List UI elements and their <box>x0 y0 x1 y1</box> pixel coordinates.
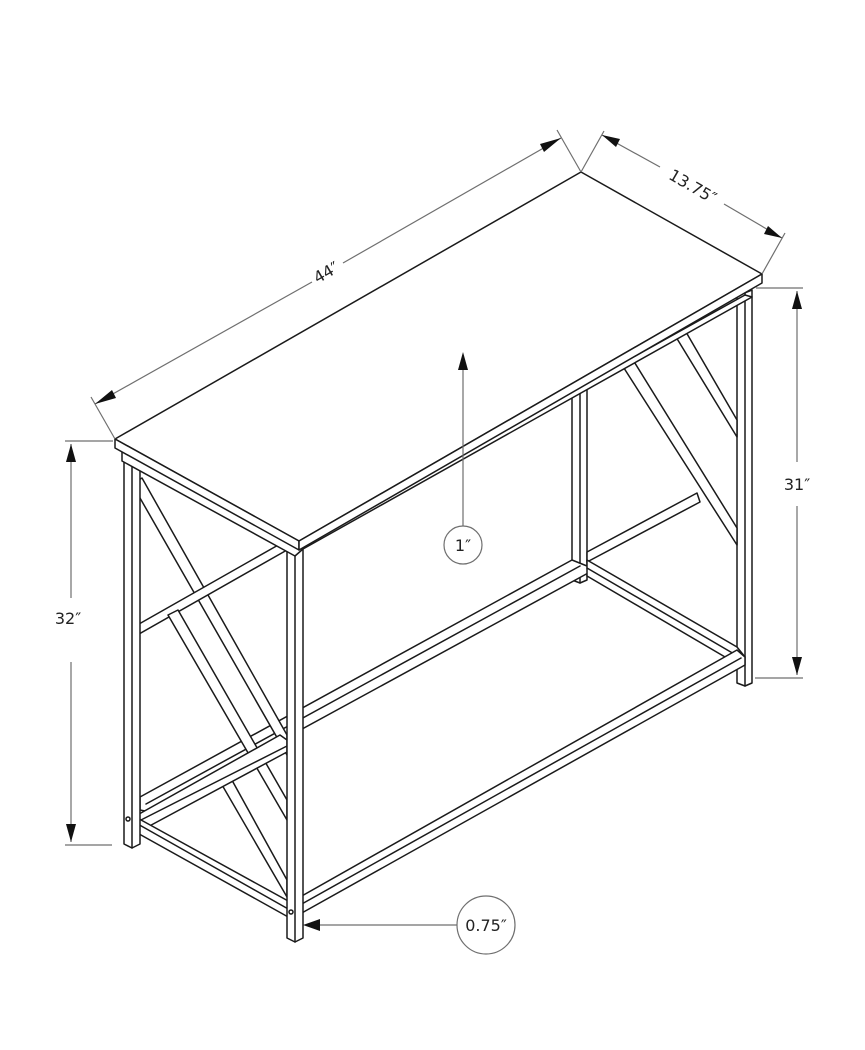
dimension-label-length: 44″ <box>310 258 342 288</box>
dimension-label-inner-height: 31″ <box>784 475 810 494</box>
console-table-drawing <box>114 171 763 943</box>
bottom-right-side-rail <box>586 559 746 665</box>
arrowhead-icon <box>764 226 782 238</box>
back-right-leg <box>736 289 753 687</box>
callout-leg-width: 0.75″ <box>303 895 516 955</box>
dimension-inner-height: 31″ <box>755 287 810 679</box>
right-side-braces <box>586 331 738 563</box>
callout-top-thickness: 1″ <box>443 352 483 565</box>
arrowhead-icon <box>792 291 802 309</box>
arrowhead-icon <box>66 444 76 462</box>
bottom-left-side-rail <box>131 814 291 919</box>
arrowhead-icon <box>602 135 620 147</box>
tabletop <box>114 171 763 551</box>
arrowhead-icon <box>458 352 468 370</box>
callout-label-top-thickness: 1″ <box>455 536 471 555</box>
dimension-label-depth: 13.75″ <box>666 165 720 207</box>
arrowhead-icon <box>66 824 76 842</box>
arrowhead-icon <box>95 390 116 404</box>
front-left-leg <box>123 452 141 849</box>
arrowhead-icon <box>303 919 320 931</box>
callout-label-leg-width: 0.75″ <box>465 916 507 935</box>
arrowhead-icon <box>540 138 561 152</box>
front-right-leg <box>286 541 304 943</box>
arrowhead-icon <box>792 657 802 675</box>
back-middle-leg <box>571 379 588 584</box>
dimension-label-overall-height: 32″ <box>55 609 81 628</box>
dimension-overall-height: 32″ <box>55 440 113 846</box>
